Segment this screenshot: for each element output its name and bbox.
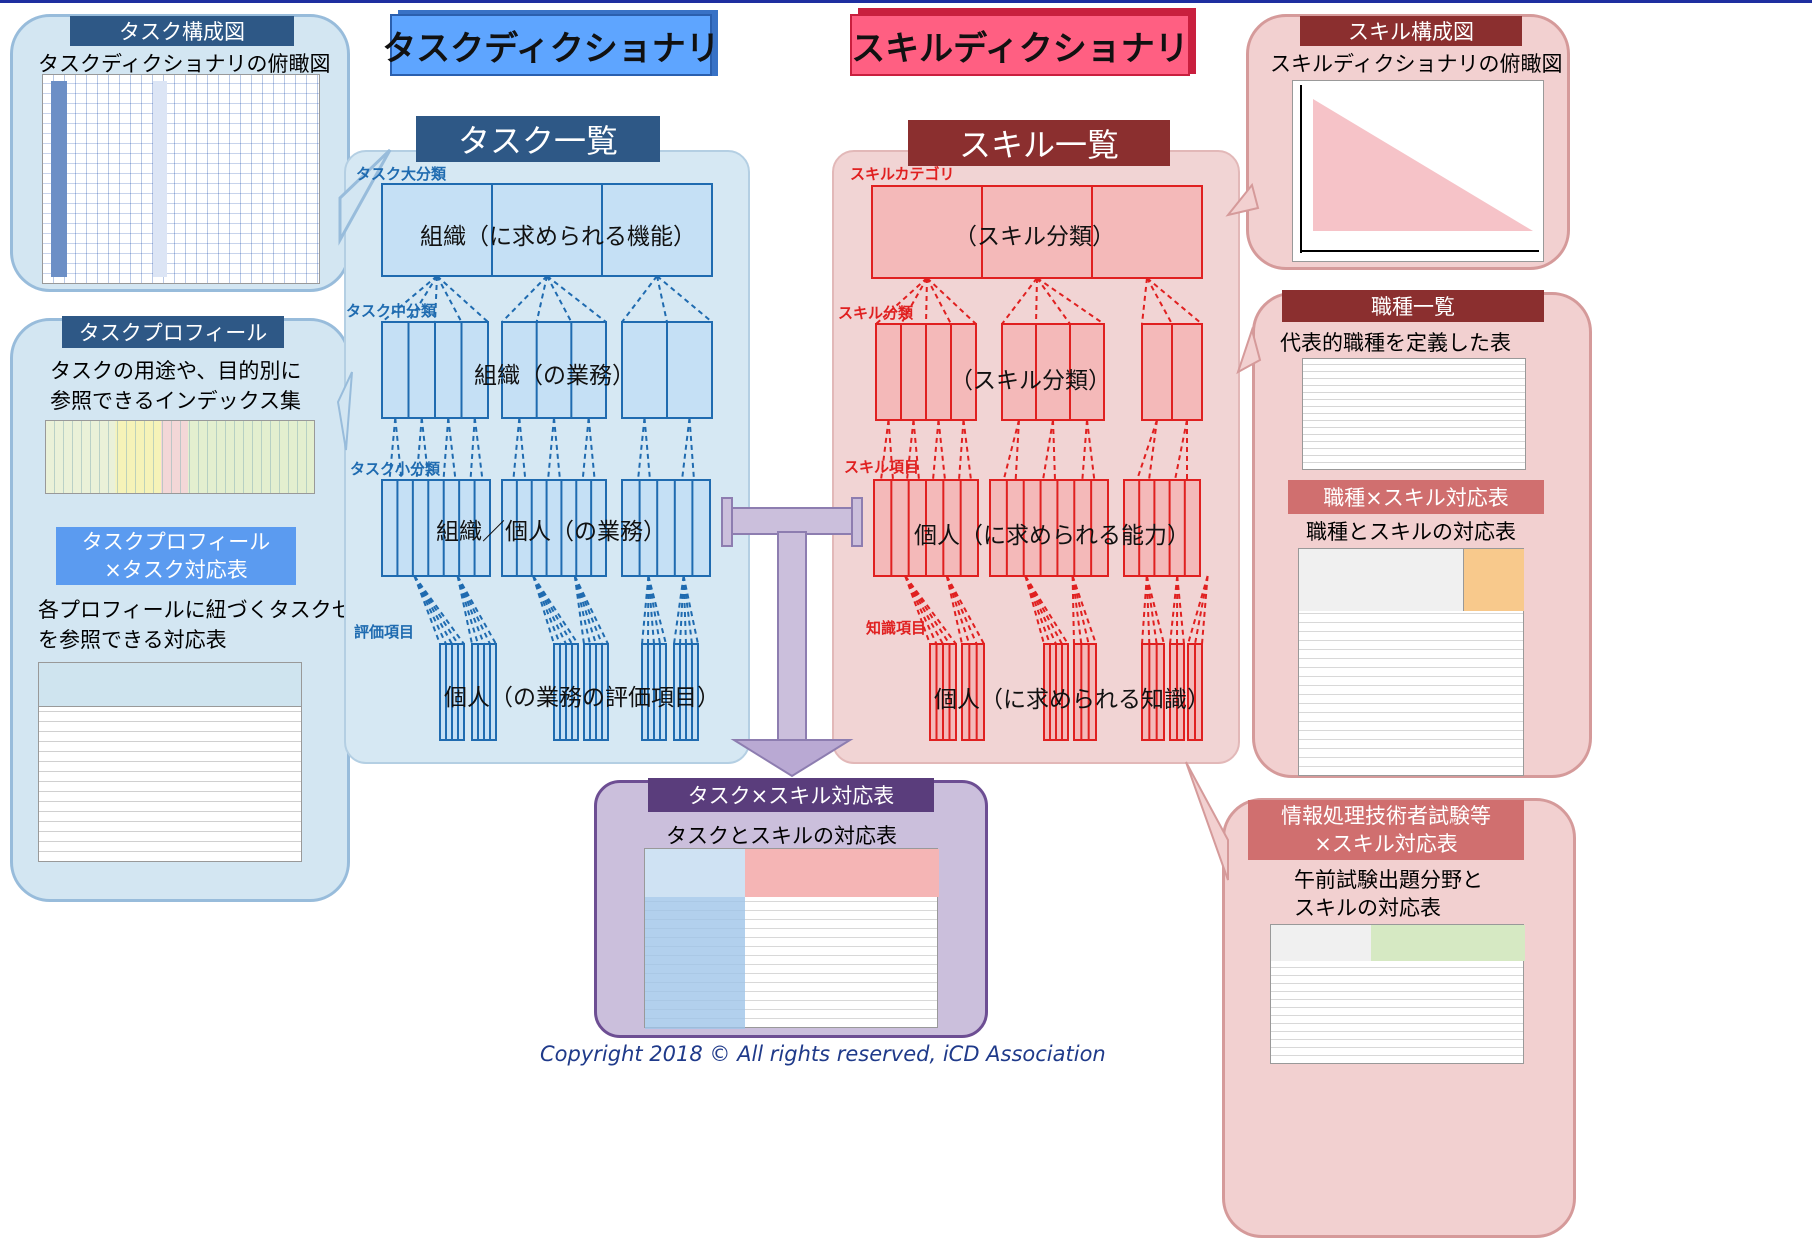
task-box-label-3: 組織／個人（の業務） [436,512,666,546]
task-connector [548,418,554,480]
task-connector [547,276,571,322]
task-connector [471,418,475,480]
task-connector [648,576,666,644]
task-level-3: タスク小分類 [350,458,440,479]
skill-connector [1053,420,1055,480]
skill-connector [1175,420,1187,480]
task-connector [448,418,455,480]
skill-connector [927,278,976,324]
skill-tree [872,186,1208,740]
skill-box-label-1: （スキル分類） [954,217,1115,251]
task-connector [444,418,449,480]
task-dict-banner: タスクディクショナリ [390,14,712,76]
task-connector [638,418,645,480]
task-level-2: タスク中分類 [346,300,436,321]
task-connector [502,276,547,322]
task-connector [554,418,560,480]
task-connector [437,276,488,322]
task-connector [622,276,657,322]
task-connector [519,418,525,480]
skill-connector [1037,278,1070,324]
task-level-1: タスク大分類 [356,163,446,184]
skill-connector [1082,420,1087,480]
task-profile-tail [338,372,352,450]
task-box-label-1: 組織（に求められる機能） [420,217,696,251]
task-connector [533,576,578,644]
task-list-title: タスク一覧 [416,116,660,162]
exam-tail [1186,762,1228,880]
skill-connector [1073,576,1096,644]
skill-level-2: スキル分類 [838,302,913,323]
copyright: Copyright 2018 © All rights reserved, iC… [540,1042,1106,1066]
task-connector [475,418,483,480]
task-box-label-4: 個人（の業務の評価項目） [444,678,720,712]
skill-connector [1147,278,1172,324]
skill-connector [939,420,946,480]
skill-box-label-4: 個人（に求められる知識） [934,680,1210,714]
skill-connector [1147,278,1202,324]
skill-dict-banner: スキルディクショナリ [850,14,1190,76]
skill-connector [926,278,927,324]
task-connector [513,418,519,480]
task-connector [690,418,695,480]
task-connector [458,576,496,644]
task-level-4: 評価項目 [354,621,414,642]
skill-connector [959,420,964,480]
skill-connector [964,420,972,480]
task-connector [414,576,464,644]
skill-connector [1142,576,1147,644]
skill-connector [933,420,939,480]
job-tail [1238,330,1260,372]
skill-connector [927,278,951,324]
task-connector [583,418,589,480]
skill-connector [1037,278,1104,324]
task-connector [547,276,606,322]
skill-connector [1025,576,1068,644]
task-connector [589,418,595,480]
skill-connector [1087,420,1094,480]
skill-level-4: 知識項目 [866,617,926,638]
skill-connector [1036,278,1037,324]
skill-connector [947,576,984,644]
skill-box-label-3: 個人（に求められる能力） [914,516,1190,550]
skill-level-1: スキルカテゴリ [850,163,955,184]
skill-connector [1177,576,1184,644]
skill-connector [1195,576,1208,644]
t-connector [722,498,862,776]
skill-connector [1142,278,1147,324]
task-connector [682,418,690,480]
task-box-label-2: 組織（の業務） [474,356,635,390]
task-connector [537,276,547,322]
skill-list-title: スキル一覧 [908,120,1170,166]
task-connector [437,276,462,322]
task-connector [645,418,651,480]
task-connector [575,576,608,644]
skill-structure-tail [1228,185,1258,215]
skill-connector [1002,278,1037,324]
skill-level-3: スキル項目 [844,456,919,477]
skill-connector [1043,420,1053,480]
skill-box-label-2: （スキル分類） [950,361,1111,395]
